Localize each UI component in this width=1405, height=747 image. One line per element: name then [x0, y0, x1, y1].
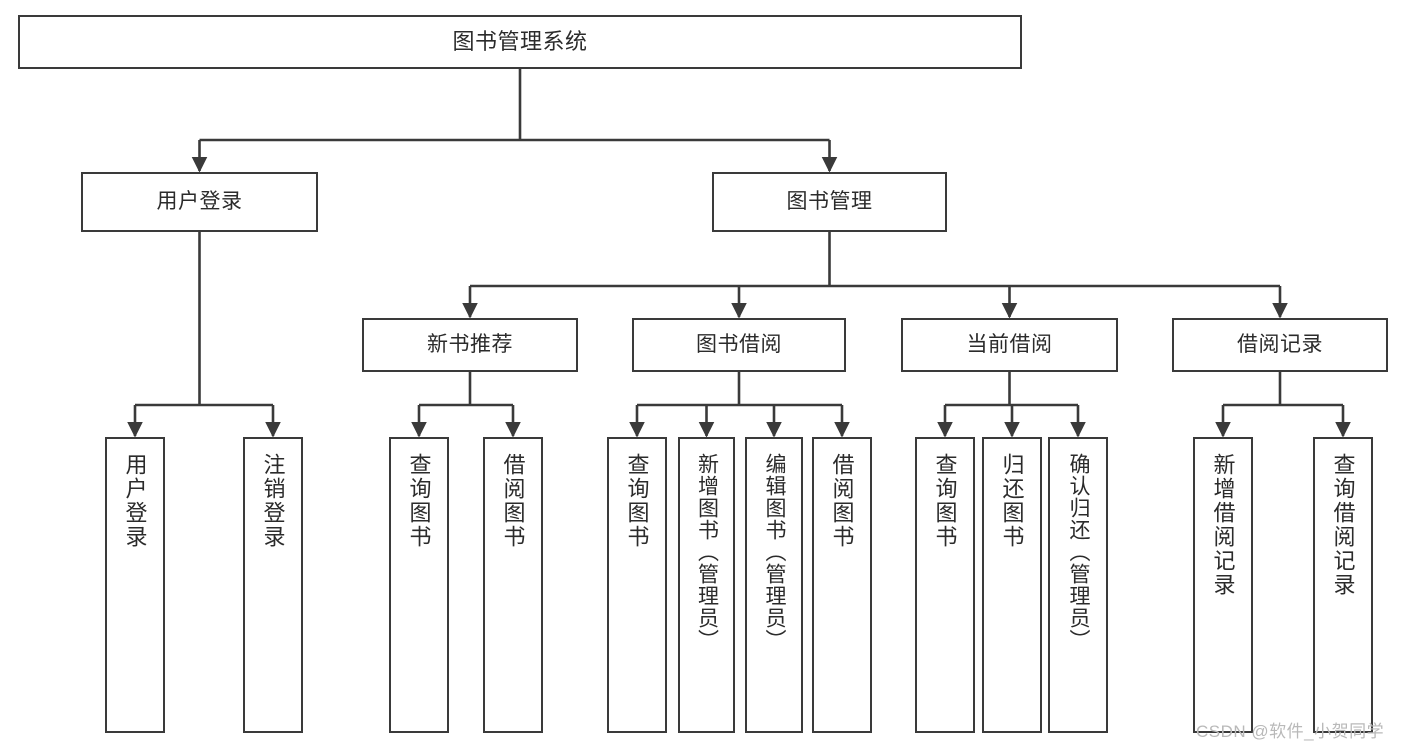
node-user-login[interactable]: 用户登录 — [81, 172, 318, 232]
node-borrow-record-label: 借阅记录 — [1237, 332, 1323, 356]
node-root-label: 图书管理系统 — [452, 29, 588, 55]
node-new-book-recommend-label: 新书推荐 — [427, 332, 513, 356]
node-new-book-recommend[interactable]: 新书推荐 — [362, 318, 578, 372]
node-leaf-query-book-3[interactable]: 查询图书 — [915, 437, 975, 733]
node-leaf-borrow-book-2-label: 借阅图书 — [829, 453, 855, 549]
node-leaf-borrow-book-1[interactable]: 借阅图书 — [483, 437, 543, 733]
node-root[interactable]: 图书管理系统 — [18, 15, 1022, 69]
node-leaf-user-login-label: 用户登录 — [122, 453, 148, 549]
node-leaf-add-record[interactable]: 新增借阅记录 — [1193, 437, 1253, 733]
node-leaf-user-login[interactable]: 用户登录 — [105, 437, 165, 733]
node-leaf-user-logout-label: 注销登录 — [260, 453, 286, 549]
node-book-borrow[interactable]: 图书借阅 — [632, 318, 846, 372]
node-leaf-add-book-label: 新增图书（管理员） — [695, 453, 719, 651]
node-current-borrow-label: 当前借阅 — [966, 332, 1053, 356]
node-current-borrow[interactable]: 当前借阅 — [901, 318, 1118, 372]
node-leaf-user-logout[interactable]: 注销登录 — [243, 437, 303, 733]
node-book-manage-label: 图书管理 — [786, 189, 873, 213]
node-leaf-return-book-label: 归还图书 — [999, 453, 1025, 549]
node-leaf-query-record-label: 查询借阅记录 — [1330, 453, 1356, 597]
node-leaf-confirm-return-label: 确认归还（管理员） — [1067, 453, 1091, 651]
node-leaf-query-book-1-label: 查询图书 — [406, 453, 432, 549]
node-user-login-label: 用户登录 — [156, 189, 243, 213]
node-leaf-query-book-2[interactable]: 查询图书 — [607, 437, 667, 733]
node-leaf-query-record[interactable]: 查询借阅记录 — [1313, 437, 1373, 733]
node-leaf-confirm-return[interactable]: 确认归还（管理员） — [1048, 437, 1108, 733]
node-book-manage[interactable]: 图书管理 — [712, 172, 947, 232]
node-borrow-record[interactable]: 借阅记录 — [1172, 318, 1388, 372]
node-leaf-edit-book-label: 编辑图书（管理员） — [763, 453, 787, 651]
node-leaf-return-book[interactable]: 归还图书 — [982, 437, 1042, 733]
csdn-watermark: CSDN @软件_小贺同学 — [1196, 722, 1385, 741]
node-leaf-borrow-book-2[interactable]: 借阅图书 — [812, 437, 872, 733]
node-leaf-borrow-book-1-label: 借阅图书 — [500, 453, 526, 549]
node-leaf-add-record-label: 新增借阅记录 — [1210, 453, 1236, 597]
node-leaf-add-book[interactable]: 新增图书（管理员） — [678, 437, 735, 733]
node-leaf-edit-book[interactable]: 编辑图书（管理员） — [745, 437, 803, 733]
node-leaf-query-book-3-label: 查询图书 — [932, 453, 958, 549]
node-leaf-query-book-1[interactable]: 查询图书 — [389, 437, 449, 733]
node-leaf-query-book-2-label: 查询图书 — [624, 453, 650, 549]
node-book-borrow-label: 图书借阅 — [696, 332, 782, 356]
